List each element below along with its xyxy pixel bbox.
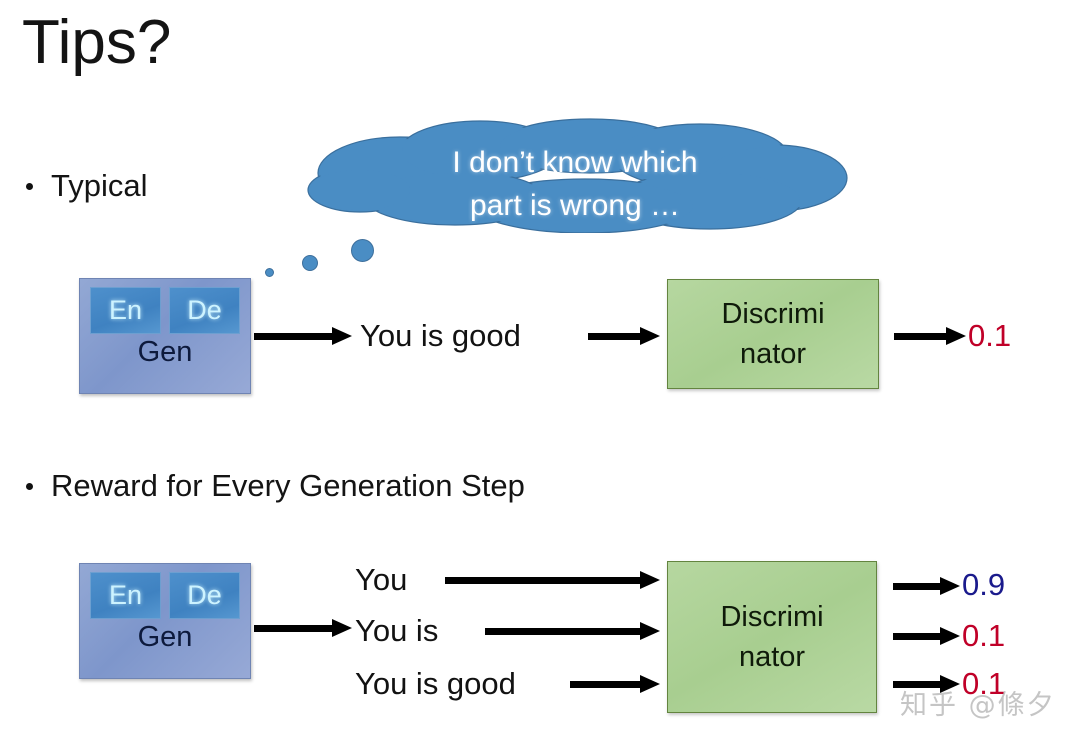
discriminator-box-typical: Discrimi nator bbox=[667, 279, 879, 389]
generator-subunits: En De bbox=[80, 564, 250, 619]
thought-bubble-shape bbox=[307, 118, 848, 233]
discriminator-box-reward: Discrimi nator bbox=[667, 561, 877, 713]
generator-label: Gen bbox=[137, 336, 193, 368]
watermark: 知乎 @條夕 bbox=[900, 690, 1056, 721]
score-step-3: 0.1 bbox=[962, 666, 1006, 701]
decoder-box: De bbox=[169, 572, 240, 619]
score-step-1: 0.9 bbox=[962, 567, 1006, 602]
discriminator-label-typical: Discrimi nator bbox=[721, 297, 825, 370]
bullet-reward-label: Reward for Every Generation Step bbox=[51, 468, 525, 503]
generator-block-typical: En De Gen bbox=[79, 278, 251, 394]
step-text-2: You is bbox=[355, 613, 439, 648]
score-typical: 0.1 bbox=[968, 318, 1012, 353]
arrow-sequence-to-discriminator bbox=[588, 327, 660, 345]
bullet-typical: Typical bbox=[26, 168, 147, 204]
discriminator-label-reward: Discrimi nator bbox=[720, 600, 824, 673]
arrow-step-3-to-discriminator bbox=[570, 675, 660, 693]
sequence-text-typical: You is good bbox=[360, 318, 521, 353]
arrow-gen-to-sequence bbox=[254, 327, 352, 345]
arrow-step-2-to-discriminator bbox=[485, 622, 660, 640]
decoder-box: De bbox=[169, 287, 240, 334]
encoder-box: En bbox=[90, 572, 161, 619]
arrow-discriminator-to-score bbox=[894, 327, 966, 345]
encoder-box: En bbox=[90, 287, 161, 334]
thought-tail-dot-small bbox=[265, 268, 274, 277]
arrow-discriminator-to-score-1 bbox=[893, 577, 960, 595]
bullet-reward: Reward for Every Generation Step bbox=[26, 468, 525, 504]
thought-bubble: I don’t know which part is wrong … bbox=[300, 118, 850, 233]
generator-block-reward: En De Gen bbox=[79, 563, 251, 679]
arrow-discriminator-to-score-3 bbox=[893, 675, 960, 693]
arrow-step-1-to-discriminator bbox=[445, 571, 660, 589]
bullet-dot-icon bbox=[26, 183, 33, 190]
step-text-3: You is good bbox=[355, 666, 516, 701]
generator-subunits: En De bbox=[80, 279, 250, 334]
arrow-gen-to-steps bbox=[254, 619, 352, 637]
thought-tail-dot-medium bbox=[302, 255, 318, 271]
thought-tail-dot-large bbox=[351, 239, 374, 262]
arrow-discriminator-to-score-2 bbox=[893, 627, 960, 645]
page-title: Tips? bbox=[22, 8, 172, 77]
bullet-typical-label: Typical bbox=[51, 168, 148, 203]
step-text-1: You bbox=[355, 562, 408, 597]
generator-label: Gen bbox=[137, 621, 193, 653]
score-step-2: 0.1 bbox=[962, 618, 1006, 653]
bullet-dot-icon bbox=[26, 483, 33, 490]
